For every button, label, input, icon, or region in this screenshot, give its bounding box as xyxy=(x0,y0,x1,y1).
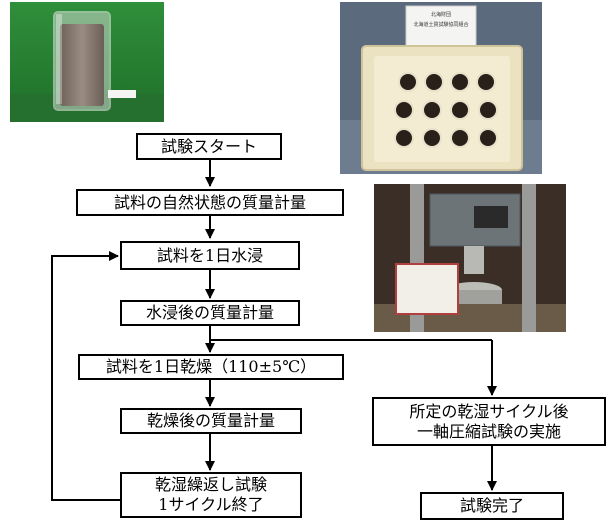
container-label-line1: 北海財団 xyxy=(430,12,451,18)
step-soak: 試料を1日水浸 xyxy=(120,241,300,270)
beaker-icon xyxy=(10,2,164,122)
step-soak-weight: 水浸後の質量計量 xyxy=(120,300,300,326)
step-compression: 所定の乾湿サイクル後 一軸圧縮試験の実施 xyxy=(372,397,606,446)
container-label: 北海財団 北海道土質試験協同組合 xyxy=(406,10,476,30)
container-photo: 北海財団 北海道土質試験協同組合 xyxy=(340,2,542,174)
step-natural-weight: 試料の自然状態の質量計量 xyxy=(76,189,344,216)
compression-machine-icon xyxy=(374,184,566,332)
step-cycle-end: 乾湿繰返し試験 1サイクル終了 xyxy=(120,472,302,518)
machine-photo xyxy=(374,184,566,332)
container-label-line2: 北海道土質試験協同組合 xyxy=(413,22,469,28)
step-dry: 試料を1日乾燥（110±5℃） xyxy=(78,354,344,380)
container-icon xyxy=(340,2,542,174)
step-start: 試験スタート xyxy=(136,133,282,160)
loop-back-line xyxy=(51,251,120,501)
step-dry-weight: 乾燥後の質量計量 xyxy=(120,408,302,434)
step-done: 試験完了 xyxy=(420,492,564,520)
beaker-photo xyxy=(10,2,164,122)
